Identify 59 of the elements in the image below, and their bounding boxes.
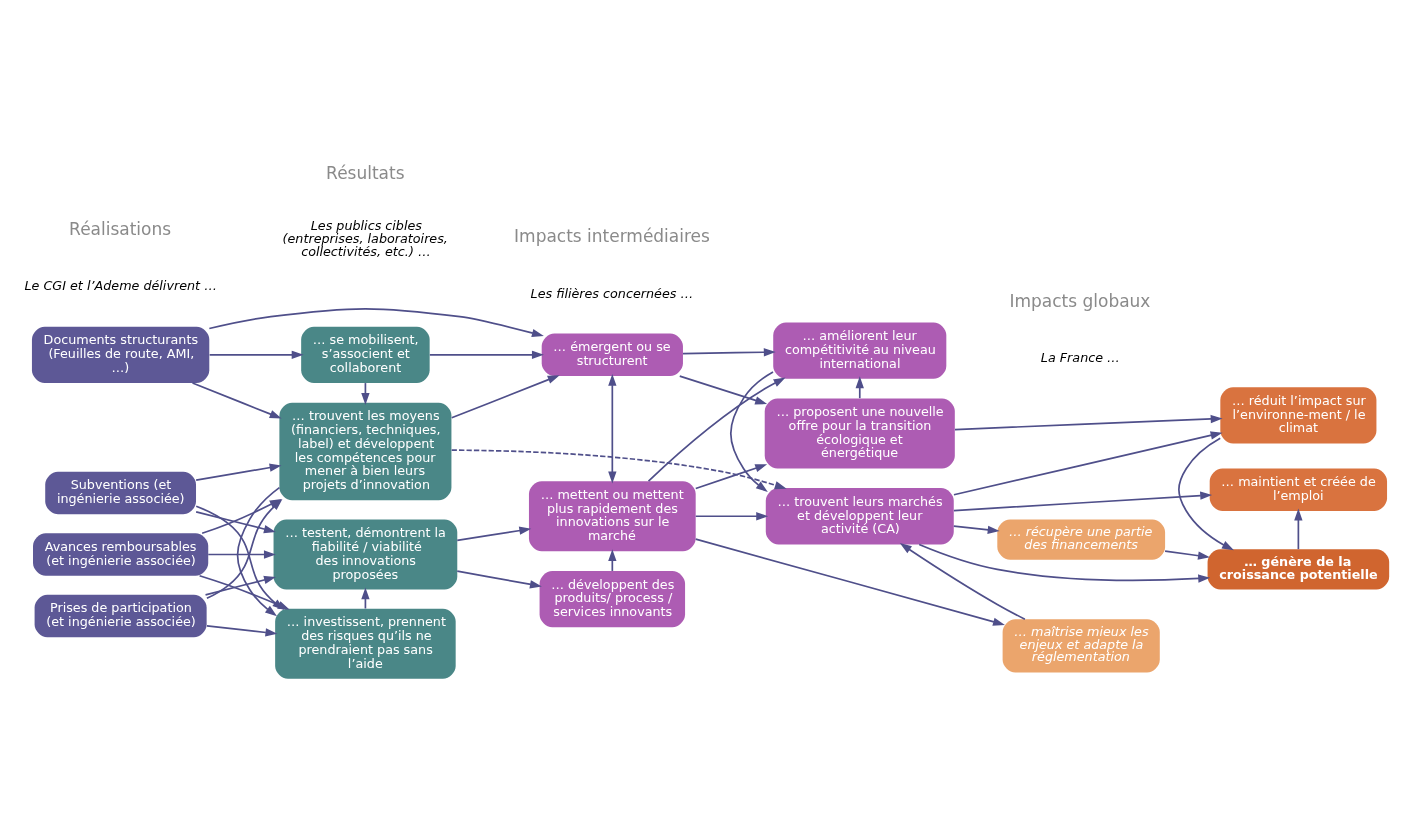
- node-box: … améliorent leur compétitivité au niveau international: [773, 322, 947, 379]
- arrow: [899, 543, 1026, 621]
- arrow: [682, 348, 776, 357]
- node-box: … trouvent les moyens (financiers, techniques, label) et développent les compétences pour mener à bien leurs projets d’innovation: [279, 402, 452, 501]
- node-box: Documents structurants (Feuilles de route, AMI, …): [31, 326, 210, 383]
- arrow: [1294, 508, 1303, 550]
- arrow: [195, 510, 276, 534]
- arrow: [207, 550, 276, 559]
- node-box: … émergent ou se structurent: [541, 333, 683, 377]
- arrow: [208, 350, 304, 359]
- label: Impacts globaux: [1009, 290, 1151, 311]
- node-box: … testent, démontrent la fiabilité / viabilité des innovations proposées: [273, 519, 458, 590]
- arrow: [953, 491, 1213, 512]
- node-box: Subventions (et ingénierie associée): [45, 471, 196, 515]
- label: Résultats: [326, 163, 405, 184]
- label: Les filières concernées …: [530, 285, 694, 301]
- node-box: … investissent, prennent des risques qu’ils ne prendraient pas sans l’aide: [275, 608, 456, 679]
- arrow: [1178, 437, 1234, 551]
- label: La France …: [1040, 350, 1120, 366]
- arrow: [608, 373, 617, 484]
- arrow: [204, 575, 276, 596]
- arrow: [456, 570, 542, 589]
- arrow: [918, 543, 1211, 583]
- label: Le CGI et l’Ademe délivrent …: [24, 278, 217, 294]
- arrow: [195, 463, 282, 482]
- arrow: [953, 525, 1000, 534]
- arrow: [953, 431, 1223, 496]
- node-box: … développent des produits/ process / services innovants: [539, 570, 686, 628]
- arrow: [694, 464, 768, 490]
- arrow: [208, 307, 544, 338]
- node-box: … réduit l’impact sur l’environne-ment / le climat: [1220, 387, 1377, 444]
- arrow: [191, 382, 282, 419]
- node-box: … mettent ou mettent plus rapidement des innovations sur le marché: [528, 481, 696, 552]
- arrow: [608, 549, 617, 572]
- label: Les publics cibles (entreprises, laboratoires, collectivités, etc.) …: [282, 218, 448, 259]
- arrow: [729, 371, 774, 493]
- node-box: … proposent une nouvelle offre pour la transition écologique et énergétique: [764, 398, 955, 469]
- node-box: Avances remboursables (et ingénierie associée): [33, 533, 209, 576]
- arrow: [450, 375, 560, 419]
- arrow: [678, 375, 768, 405]
- arrow: [694, 538, 1005, 626]
- arrow: [456, 526, 532, 542]
- node-box: … trouvent leurs marchés et développent leur activité (CA): [765, 488, 954, 545]
- arrow: [428, 350, 544, 359]
- arrow: [954, 414, 1223, 431]
- label: Impacts intermédiaires: [514, 226, 710, 247]
- label: Réalisations: [69, 218, 172, 239]
- arrow: [694, 512, 769, 521]
- node-box: … génère de la croissance potentielle: [1207, 549, 1390, 590]
- node-box: Prises de participation (et ingénierie associée): [34, 594, 207, 638]
- node-box: … maîtrise mieux les enjeux et adapte la réglementation: [1002, 619, 1160, 673]
- arrow: [855, 376, 864, 399]
- node-box: … se mobilisent, s’associent et collaborent: [301, 326, 430, 383]
- node-box: … récupère une partie des financements: [997, 519, 1166, 560]
- arrow: [647, 377, 786, 482]
- arrow: [450, 449, 787, 490]
- arrow: [206, 624, 278, 637]
- arrow: [1164, 550, 1210, 560]
- node-box: … maintient et créée de l’emploi: [1209, 468, 1388, 511]
